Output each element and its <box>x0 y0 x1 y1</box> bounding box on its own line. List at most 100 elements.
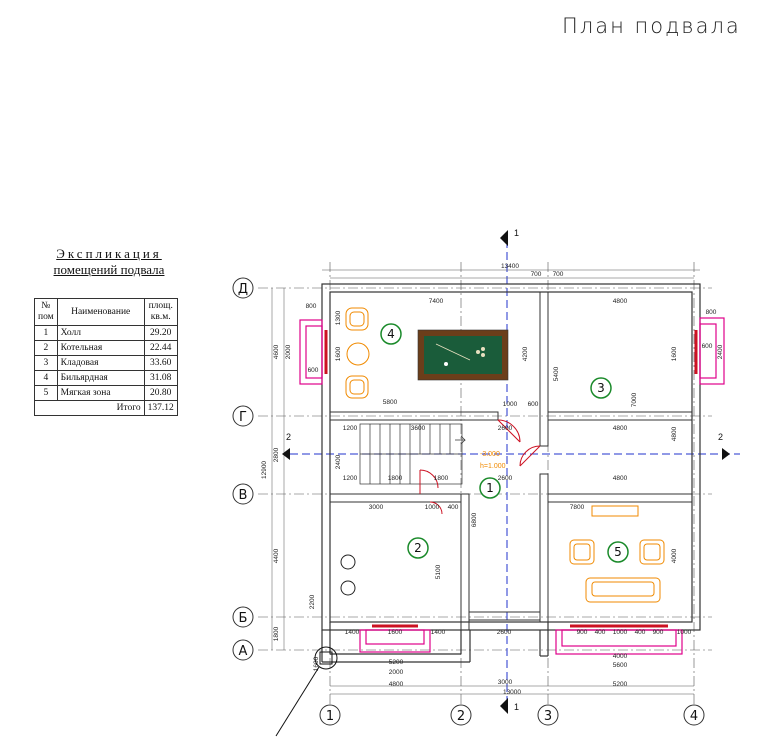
svg-text:2600: 2600 <box>498 425 513 432</box>
axis-row-B: Б <box>239 611 248 626</box>
boiler-icons <box>340 554 356 596</box>
axis-row-V: В <box>239 488 248 503</box>
header-name: Наименование <box>56 298 145 326</box>
svg-text:13400: 13400 <box>501 263 519 270</box>
svg-text:600: 600 <box>528 401 539 408</box>
row-axis-labels: Д Г В Б А <box>238 282 248 659</box>
axis-row-A: А <box>239 644 248 659</box>
svg-text:5400: 5400 <box>553 366 560 381</box>
svg-text:1000: 1000 <box>613 629 628 636</box>
svg-text:1600: 1600 <box>335 346 342 361</box>
svg-text:1000: 1000 <box>425 504 440 511</box>
svg-text:2200: 2200 <box>309 594 316 609</box>
column-axis-labels: 1 2 3 4 <box>326 709 698 724</box>
svg-text:1800: 1800 <box>434 475 449 482</box>
axis-col-1: 1 <box>326 709 334 724</box>
section-arrow-right <box>722 448 730 460</box>
svg-text:12900: 12900 <box>261 461 268 479</box>
svg-text:1600: 1600 <box>671 346 678 361</box>
svg-text:7000: 7000 <box>631 392 638 407</box>
svg-text:800: 800 <box>706 309 717 316</box>
axis-col-2: 2 <box>457 709 465 724</box>
svg-text:800: 800 <box>306 303 317 310</box>
armchair-icons <box>345 307 370 399</box>
explication-title: Экспликация <box>56 246 162 261</box>
svg-text:1800: 1800 <box>388 475 403 482</box>
svg-text:1300: 1300 <box>335 310 342 325</box>
svg-text:5600: 5600 <box>613 662 628 669</box>
svg-text:4600: 4600 <box>273 344 280 359</box>
svg-text:700: 700 <box>553 271 564 278</box>
svg-text:5800: 5800 <box>383 399 398 406</box>
svg-text:13000: 13000 <box>503 689 521 696</box>
svg-text:4800: 4800 <box>613 298 628 305</box>
svg-text:7800: 7800 <box>570 504 585 511</box>
svg-text:4400: 4400 <box>273 548 280 563</box>
svg-text:4000: 4000 <box>671 548 678 563</box>
section-arrow-bottom <box>500 698 508 714</box>
room-numbers: 4 3 1 2 5 <box>387 327 622 559</box>
room-marker-5 <box>607 541 629 563</box>
svg-text:4800: 4800 <box>613 425 628 432</box>
room-number-4: 4 <box>387 327 395 341</box>
svg-text:900: 900 <box>577 629 588 636</box>
explication-subtitle: помещений подвала <box>53 262 165 277</box>
svg-text:1600: 1600 <box>388 629 403 636</box>
svg-text:3000: 3000 <box>498 679 513 686</box>
axis-col-4: 4 <box>690 709 698 724</box>
svg-text:4800: 4800 <box>671 426 678 441</box>
page-title: План подвала <box>562 14 741 38</box>
sofa-icons <box>569 505 665 603</box>
svg-text:900: 900 <box>653 629 664 636</box>
svg-text:1200: 1200 <box>343 425 358 432</box>
svg-text:400: 400 <box>635 629 646 636</box>
vertical-dimension-texts: 4600 2800 4400 1800 12900 2400 6800 5100… <box>261 310 724 671</box>
svg-text:2: 2 <box>718 432 723 442</box>
svg-text:400: 400 <box>595 629 606 636</box>
svg-text:400: 400 <box>448 504 459 511</box>
svg-text:2000: 2000 <box>389 669 404 676</box>
svg-text:1400: 1400 <box>431 629 446 636</box>
room-marker-2 <box>407 537 429 559</box>
svg-text:6800: 6800 <box>471 512 478 527</box>
room-number-1: 1 <box>486 481 494 495</box>
column-axis-markers <box>319 704 705 726</box>
svg-text:1000: 1000 <box>503 401 518 408</box>
axis-row-G: Г <box>239 410 247 425</box>
svg-text:2600: 2600 <box>497 629 512 636</box>
room-marker-4 <box>380 323 402 345</box>
row-axis-markers <box>232 277 254 661</box>
window-dimension-texts: 800 600 800 600 <box>306 303 717 374</box>
svg-text:4000: 4000 <box>613 653 628 660</box>
svg-text:4800: 4800 <box>389 681 404 688</box>
svg-text:700: 700 <box>531 271 542 278</box>
svg-text:600: 600 <box>702 343 713 350</box>
svg-text:2600: 2600 <box>498 475 513 482</box>
svg-text:4200: 4200 <box>522 346 529 361</box>
billiard-table-icon <box>417 329 509 381</box>
section-arrow-left <box>282 448 290 460</box>
windows <box>299 317 725 655</box>
svg-text:1: 1 <box>514 702 519 712</box>
svg-text:1200: 1200 <box>343 475 358 482</box>
room-number-3: 3 <box>597 381 605 395</box>
window-openings <box>324 330 698 628</box>
room-markers <box>380 323 629 563</box>
axis-col-3: 3 <box>544 709 552 724</box>
level-height: h=1.000 <box>480 463 506 470</box>
svg-text:2000: 2000 <box>285 344 292 359</box>
header-area: площ.кв.м. <box>143 298 178 326</box>
section-markers <box>282 230 730 714</box>
svg-text:5200: 5200 <box>613 681 628 688</box>
dimension-lines <box>271 269 700 695</box>
svg-text:7400: 7400 <box>429 298 444 305</box>
svg-text:2800: 2800 <box>273 447 280 462</box>
svg-text:3600: 3600 <box>411 425 426 432</box>
svg-text:2400: 2400 <box>717 344 724 359</box>
